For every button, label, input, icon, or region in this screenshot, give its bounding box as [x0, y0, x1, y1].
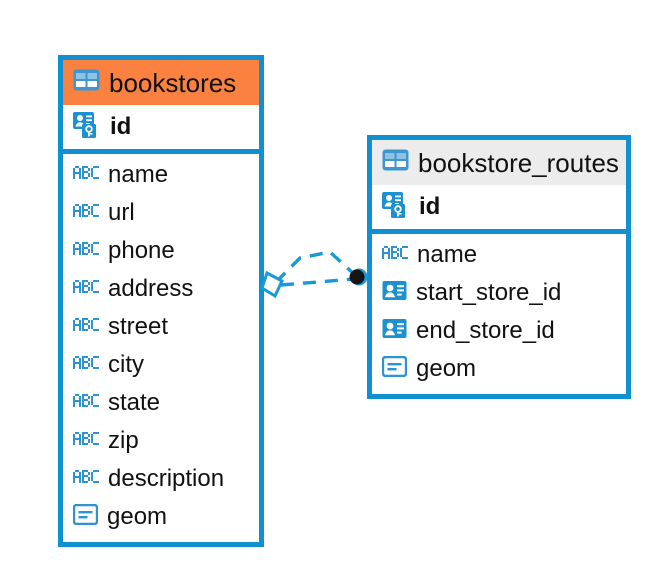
column-label: id — [110, 113, 132, 140]
table-grid-icon — [382, 149, 409, 176]
abc-text-icon — [382, 246, 408, 264]
column-label: name — [108, 161, 169, 188]
column-label: street — [108, 313, 169, 340]
column-label: state — [108, 389, 161, 416]
abc-text-icon — [73, 318, 99, 336]
column-row-primary-key[interactable]: id — [372, 185, 626, 229]
column-row-city[interactable]: city — [63, 346, 259, 384]
column-label: url — [108, 199, 135, 226]
abc-text-icon — [73, 356, 99, 374]
blob-geometry-icon — [72, 503, 99, 530]
primary-key-icon — [73, 111, 101, 144]
column-label: name — [417, 241, 478, 268]
entity-title: bookstores — [109, 67, 237, 98]
entity-header-bookstores[interactable]: bookstores — [63, 60, 259, 105]
column-row-primary-key[interactable]: id — [63, 105, 259, 149]
primary-key-icon — [382, 191, 410, 224]
column-label: end_store_id — [416, 317, 555, 344]
column-label: address — [108, 275, 194, 302]
column-label: zip — [108, 427, 139, 454]
column-label: geom — [107, 503, 168, 530]
primary-key-separator — [372, 229, 626, 234]
relationship-line-lower — [280, 277, 355, 287]
relationship-target-marker-ring — [350, 268, 368, 286]
column-row-geom[interactable]: geom — [372, 350, 626, 388]
column-label: city — [108, 351, 144, 378]
abc-text-icon — [73, 470, 99, 488]
column-row-end-store-id[interactable]: end_store_id — [372, 312, 626, 350]
column-row-description[interactable]: description — [63, 460, 259, 498]
column-label: description — [108, 465, 225, 492]
foreign-key-icon — [382, 318, 407, 344]
relationship-line-upper — [274, 250, 358, 284]
abc-text-icon — [73, 432, 99, 450]
column-row-url[interactable]: url — [63, 194, 259, 232]
table-grid-icon — [73, 69, 100, 96]
entity-bookstore-routes[interactable]: bookstore_routes id — [367, 135, 631, 399]
column-row-start-store-id[interactable]: start_store_id — [372, 274, 626, 312]
column-row-address[interactable]: address — [63, 270, 259, 308]
abc-text-icon — [73, 166, 99, 184]
blob-geometry-icon — [381, 355, 408, 382]
column-row-name[interactable]: name — [372, 236, 626, 274]
relationship-source-diamond-marker — [260, 270, 284, 299]
primary-key-separator — [63, 149, 259, 154]
relationship-target-marker — [349, 269, 365, 285]
column-label: geom — [416, 355, 477, 382]
column-row-state[interactable]: state — [63, 384, 259, 422]
entity-title: bookstore_routes — [418, 147, 619, 178]
entity-bookstores[interactable]: bookstores id — [58, 55, 264, 547]
foreign-key-icon — [382, 280, 407, 306]
abc-text-icon — [73, 280, 99, 298]
column-row-geom[interactable]: geom — [63, 498, 259, 536]
column-label: phone — [108, 237, 175, 264]
column-list-bookstore-routes: name start_store_id — [372, 234, 626, 392]
column-list-bookstores: name u — [63, 154, 259, 540]
column-row-phone[interactable]: phone — [63, 232, 259, 270]
column-row-zip[interactable]: zip — [63, 422, 259, 460]
abc-text-icon — [73, 204, 99, 222]
abc-text-icon — [73, 394, 99, 412]
column-label: id — [419, 193, 441, 220]
abc-text-icon — [73, 242, 99, 260]
column-row-name[interactable]: name — [63, 156, 259, 194]
entity-header-bookstore-routes[interactable]: bookstore_routes — [372, 140, 626, 185]
column-label: start_store_id — [416, 279, 562, 306]
column-row-street[interactable]: street — [63, 308, 259, 346]
